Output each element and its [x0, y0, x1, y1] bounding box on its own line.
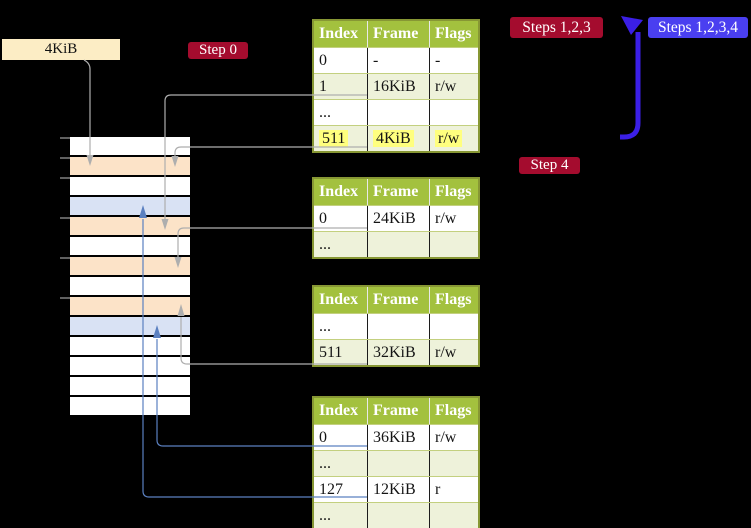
memory-frame [70, 237, 190, 257]
memory-frame [70, 257, 190, 277]
flags-cell [429, 314, 478, 339]
flags-cell: r [429, 477, 478, 502]
index-cell: ... [319, 104, 331, 121]
table-row-highlighted: 511 4KiB r/w [314, 125, 478, 151]
table-row: 127 12KiB r [314, 476, 478, 502]
column-header: Frame [367, 398, 429, 424]
column-header: Flags [429, 179, 478, 205]
index-cell: 127 [319, 481, 343, 498]
index-cell: 0 [319, 52, 327, 69]
index-cell: ... [319, 236, 331, 253]
table-header-row: Index Frame Flags [314, 21, 478, 47]
memory-frame [70, 277, 190, 297]
index-cell: 511 [319, 344, 343, 361]
flags-cell: r/w [429, 340, 478, 365]
memory-frame [70, 157, 190, 177]
frame-cell [367, 451, 429, 476]
frame-cell: 24KiB [367, 206, 429, 231]
table-row: ... [314, 450, 478, 476]
recursive-loop-arrow [620, 16, 643, 140]
memory-frame [70, 337, 190, 357]
memory-frame [70, 197, 190, 217]
table-row: ... [314, 99, 478, 125]
table-row: ... [314, 231, 478, 257]
table-row: 511 32KiB r/w [314, 339, 478, 365]
memory-frame [70, 177, 190, 197]
page-table-2: Index Frame Flags 0 24KiB r/w ... [312, 177, 480, 259]
frame-cell: 12KiB [367, 477, 429, 502]
memory-frame [70, 397, 190, 417]
column-header: Flags [429, 398, 478, 424]
page-table-4: Index Frame Flags 0 36KiB r/w ... 127 12… [312, 396, 480, 528]
frame-cell [367, 232, 429, 257]
table-row: 0 36KiB r/w [314, 424, 478, 450]
index-cell: 511 [314, 126, 367, 151]
frame-cell [367, 314, 429, 339]
frame-cell: 36KiB [367, 425, 429, 450]
flags-cell: r/w [429, 126, 478, 151]
steps-123-badge: Steps 1,2,3 [510, 17, 603, 38]
flags-cell: - [429, 48, 478, 73]
index-cell: 1 [319, 78, 327, 95]
frame-cell: 32KiB [367, 340, 429, 365]
column-header: Flags [429, 287, 478, 313]
column-header: Flags [429, 21, 478, 47]
index-cell: ... [319, 318, 331, 335]
column-header: Index [319, 291, 359, 308]
flags-cell [429, 451, 478, 476]
memory-tick-marks [60, 137, 70, 299]
flags-cell: r/w [429, 74, 478, 99]
flags-cell: r/w [429, 425, 478, 450]
column-header: Frame [367, 21, 429, 47]
flags-cell [429, 100, 478, 125]
memory-frame [70, 377, 190, 397]
frame-cell: 4KiB [367, 126, 429, 151]
step4-badge: Step 4 [519, 157, 580, 174]
memory-frame [70, 357, 190, 377]
page-table-3: Index Frame Flags ... 511 32KiB r/w [312, 285, 480, 367]
memory-frame [70, 297, 190, 317]
table-header-row: Index Frame Flags [314, 179, 478, 205]
column-header: Frame [367, 179, 429, 205]
flags-cell: r/w [429, 206, 478, 231]
table-header-row: Index Frame Flags [314, 398, 478, 424]
step0-badge: Step 0 [188, 42, 248, 59]
steps-1234-badge: Steps 1,2,3,4 [648, 17, 748, 38]
column-header: Index [319, 183, 359, 200]
memory-frame [70, 217, 190, 237]
table-row: ... [314, 313, 478, 339]
index-cell: ... [319, 507, 331, 524]
index-cell: ... [319, 455, 331, 472]
table-row: 0 - - [314, 47, 478, 73]
page-size-label: 4KiB [2, 39, 120, 60]
page-table-1: Index Frame Flags 0 - - 1 16KiB r/w ... … [312, 19, 480, 153]
table-row: ... [314, 502, 478, 528]
frame-cell: - [367, 48, 429, 73]
flags-cell [429, 232, 478, 257]
index-cell: 0 [319, 210, 327, 227]
memory-frame [70, 137, 190, 157]
table-row: 0 24KiB r/w [314, 205, 478, 231]
column-header: Index [319, 402, 359, 419]
column-header: Frame [367, 287, 429, 313]
table-header-row: Index Frame Flags [314, 287, 478, 313]
index-cell: 0 [319, 429, 327, 446]
column-header: Index [319, 25, 359, 42]
frame-cell [367, 503, 429, 528]
frame-cell: 16KiB [367, 74, 429, 99]
flags-cell [429, 503, 478, 528]
table-row: 1 16KiB r/w [314, 73, 478, 99]
frame-cell [367, 100, 429, 125]
physical-memory-column [70, 137, 190, 417]
memory-frame [70, 317, 190, 337]
